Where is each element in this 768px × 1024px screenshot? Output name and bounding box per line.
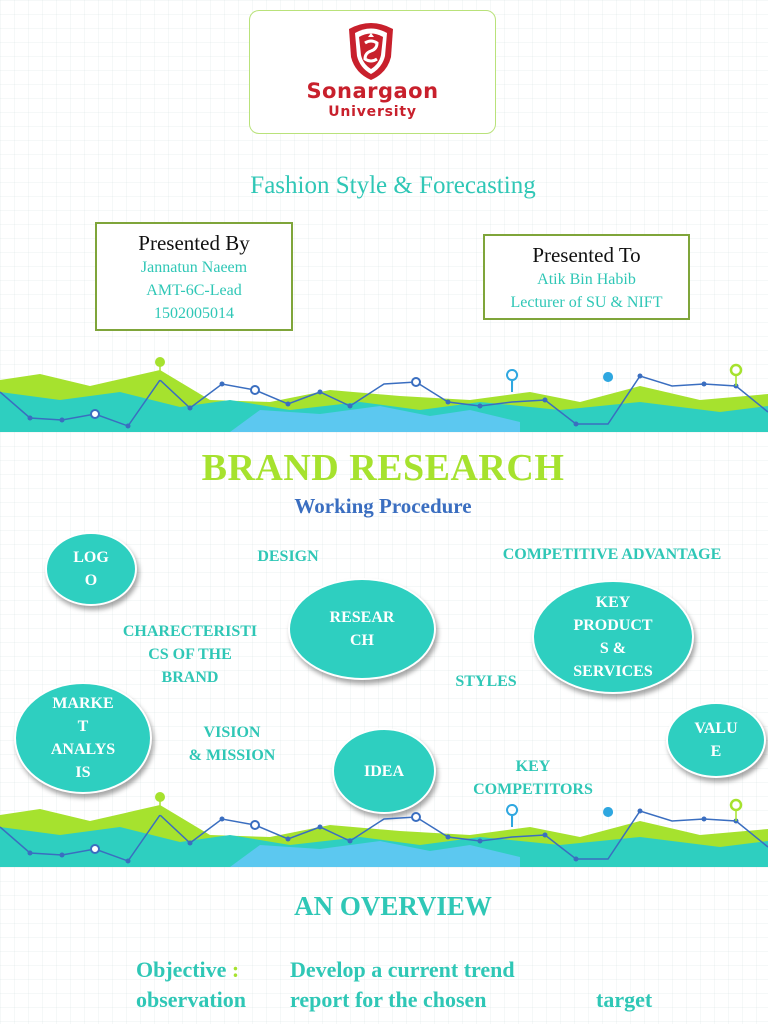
university-emblem-icon xyxy=(349,23,393,80)
objective-target: target xyxy=(596,987,653,1012)
objective-colon: : xyxy=(231,957,240,982)
presenter-group: AMT-6C-Lead xyxy=(146,282,242,299)
presentation-title: Fashion Style & Forecasting xyxy=(250,172,536,199)
presenter-name: Jannatun Naeem xyxy=(140,259,248,276)
bubble-market-analysis: MARKE T ANALYS IS xyxy=(14,682,152,794)
brand-research-title: BRAND RESEARCH xyxy=(201,447,565,489)
presented-by-heading: Presented By xyxy=(138,231,250,255)
decorative-wave-graphic xyxy=(0,357,768,432)
label-key-competitors: KEY COMPETITORS xyxy=(473,758,593,798)
label-styles: STYLES xyxy=(455,673,517,690)
objective-text-line2: report for the chosen xyxy=(290,987,487,1012)
label-competitive-advantage: COMPETITIVE ADVANTAGE xyxy=(502,546,722,563)
presenter-id: 1502005014 xyxy=(154,305,234,322)
objective-text-line1: Develop a current trend xyxy=(290,957,515,982)
label-vision-mission: VISION & MISSION xyxy=(188,724,276,764)
bubble-key-products-services: KEY PRODUCT S & SERVICES xyxy=(532,580,694,694)
grid-background xyxy=(0,867,768,1024)
bubble-research: RESEAR CH xyxy=(288,578,436,680)
bubble-logo: LOG O xyxy=(45,532,137,606)
bubble-value: VALU E xyxy=(666,702,766,778)
presented-to-heading: Presented To xyxy=(532,243,641,267)
university-subtitle: University xyxy=(328,104,417,120)
objective-label: Objective xyxy=(136,957,227,982)
decorative-wave-graphic xyxy=(0,792,768,867)
label-design: DESIGN xyxy=(257,548,319,565)
overview-title: AN OVERVIEW xyxy=(294,891,492,921)
presented-to-box: Presented To Atik Bin Habib Lecturer of … xyxy=(483,234,690,320)
label-characteristics: CHARECTERISTI CS OF THE BRAND xyxy=(122,623,258,686)
working-procedure-subtitle: Working Procedure xyxy=(294,494,472,518)
slide-title: Sonargaon University Fashion Style & For… xyxy=(0,0,768,432)
presented-by-box: Presented By Jannatun Naeem AMT-6C-Lead … xyxy=(95,222,293,331)
objective-observation: observation xyxy=(136,987,246,1012)
recipient-name: Atik Bin Habib xyxy=(537,271,636,288)
bubble-idea: IDEA xyxy=(332,728,436,814)
recipient-title: Lecturer of SU & NIFT xyxy=(510,294,663,311)
university-name: Sonargaon xyxy=(306,79,439,103)
slide-overview: AN OVERVIEW Objective : Develop a curren… xyxy=(0,867,768,1024)
objective-label-line: Objective : xyxy=(136,955,239,985)
slide-brand-research: BRAND RESEARCH Working Procedure LOG O R… xyxy=(0,432,768,867)
university-logo-box: Sonargaon University xyxy=(249,10,496,134)
